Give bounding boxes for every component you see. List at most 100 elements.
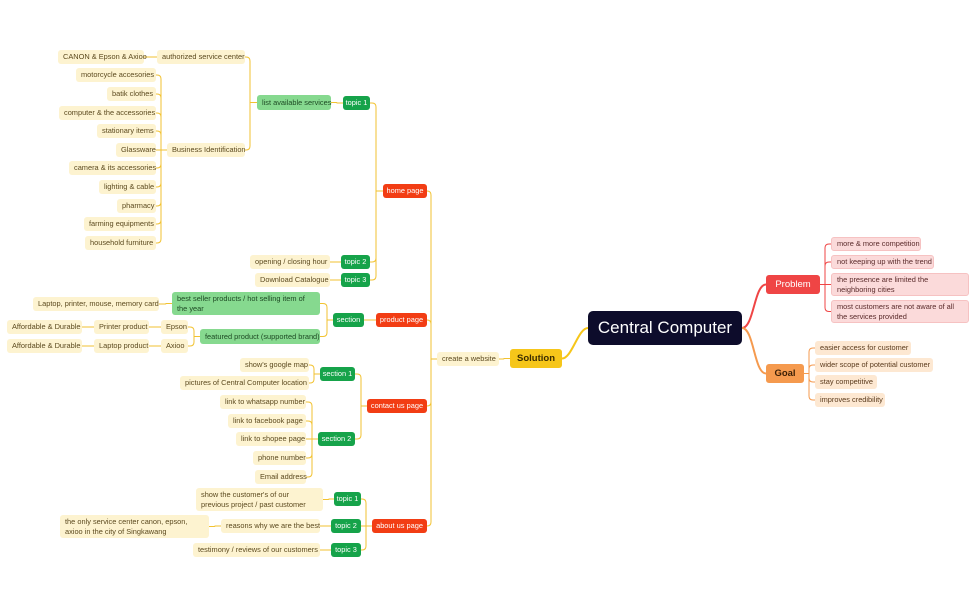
business-item[interactable]: stationary items [97, 124, 156, 138]
connector-line [561, 327, 589, 360]
connector-line [309, 373, 320, 384]
home-topic-2[interactable]: topic 2 [341, 255, 370, 269]
problem-item[interactable]: not keeping up with the trend [831, 255, 934, 269]
connector-line [361, 525, 372, 551]
shopee-link-node[interactable]: link to shopee page [236, 432, 306, 446]
connector-line [156, 93, 167, 151]
testimony-node[interactable]: testimony / reviews of our customers [193, 543, 320, 557]
epson-node[interactable]: Epson [161, 320, 188, 334]
business-item[interactable]: batik clothes [107, 87, 156, 101]
business-item[interactable]: computer & the accessories [59, 106, 156, 120]
best-seller-node[interactable]: best seller products / hot selling item … [172, 292, 320, 315]
email-address-node[interactable]: Email address [255, 470, 307, 484]
goal-item[interactable]: wider scope of potential customer [815, 358, 933, 372]
connector-line [370, 102, 383, 192]
contact-section-1[interactable]: section 1 [320, 367, 355, 381]
facebook-link-node[interactable]: link to facebook page [228, 414, 306, 428]
problem-node[interactable]: Problem [766, 275, 820, 294]
business-item[interactable]: motorcycle accesories [76, 68, 156, 82]
connector-line [156, 112, 167, 151]
connector-line [820, 243, 831, 285]
business-identification-node[interactable]: Business Identification [167, 143, 246, 157]
about-topic-1[interactable]: topic 1 [334, 492, 361, 506]
goal-item[interactable]: stay competitive [815, 375, 877, 389]
about-topic-2[interactable]: topic 2 [331, 519, 361, 533]
business-item[interactable]: Glassware [116, 143, 156, 157]
connector-line [426, 358, 437, 407]
about-topic-3[interactable]: topic 3 [331, 543, 361, 557]
connector-line [320, 303, 333, 321]
whatsapp-link-node[interactable]: link to whatsapp number [220, 395, 306, 409]
connector-line [804, 373, 815, 401]
brands-node[interactable]: CANON & Epson & Axioo [58, 50, 147, 64]
location-pictures-node[interactable]: pictures of Central Computer location [180, 376, 309, 390]
goal-item[interactable]: improves credibility [815, 393, 885, 407]
solution-node[interactable]: Solution [510, 349, 562, 368]
home-topic-3[interactable]: topic 3 [341, 273, 370, 287]
problem-item[interactable]: most customers are not aware of all the … [831, 300, 969, 323]
problem-item[interactable]: more & more competition [831, 237, 921, 251]
connector-line [804, 347, 815, 374]
connector-line [156, 149, 167, 244]
business-item[interactable]: farming equipments [84, 217, 156, 231]
connector-line [804, 364, 815, 374]
connector-line [426, 319, 437, 360]
authorized-center-node[interactable]: authorized service center [157, 50, 245, 64]
connector-line [309, 364, 320, 375]
only-service-center-node[interactable]: the only service center canon, epson, ax… [60, 515, 209, 538]
business-item[interactable]: camera & its accessories [69, 161, 156, 175]
connector-line [209, 525, 221, 527]
connector-line [306, 438, 318, 478]
connector-line [306, 420, 318, 440]
product-section-node[interactable]: section [333, 313, 364, 327]
product-page-node[interactable]: product page [376, 313, 427, 327]
connector-line [323, 498, 334, 500]
business-item[interactable]: pharmacy [117, 199, 156, 213]
axioo-node[interactable]: Axioo [161, 339, 188, 353]
connector-line [355, 405, 367, 440]
connector-line [188, 326, 200, 337]
contact-us-page-node[interactable]: contact us page [367, 399, 427, 413]
connector-line [370, 190, 383, 281]
connector-line [156, 74, 167, 151]
connector-line [741, 283, 767, 329]
connector-line [820, 284, 831, 312]
opening-hours-node[interactable]: opening / closing hour [250, 255, 330, 269]
list-services-node[interactable]: list available services [257, 95, 331, 110]
download-catalogue-node[interactable]: Download Catalogue [255, 273, 330, 287]
connector-line [156, 130, 167, 151]
root-node[interactable]: Central Computer [588, 311, 742, 345]
connector-line [820, 261, 831, 285]
connector-line [426, 358, 437, 527]
best-seller-items-node[interactable]: Laptop, printer, mouse, memory card [33, 297, 159, 311]
affordable-durable-node[interactable]: Affordable & Durable [7, 320, 82, 334]
problem-item[interactable]: the presence are limited the neighboring… [831, 273, 969, 296]
about-us-page-node[interactable]: about us page [372, 519, 427, 533]
contact-section-2[interactable]: section 2 [318, 432, 355, 446]
past-customers-node[interactable]: show the customer's of our previous proj… [196, 488, 323, 511]
business-item[interactable]: household furniture [85, 236, 156, 250]
connector-line [499, 358, 510, 360]
printer-product-node[interactable]: Printer product [94, 320, 149, 334]
laptop-product-node[interactable]: Laptop product [94, 339, 149, 353]
create-website-node[interactable]: create a website [437, 352, 499, 366]
phone-number-node[interactable]: phone number [253, 451, 306, 465]
connector-line [320, 319, 333, 337]
business-item[interactable]: lighting & cable [99, 180, 156, 194]
home-page-node[interactable]: home page [383, 184, 427, 198]
connector-line [331, 102, 343, 104]
connector-line [159, 303, 172, 305]
connector-line [245, 56, 257, 103]
connector-line [188, 336, 200, 347]
connector-line [361, 498, 372, 527]
affordable-durable-node[interactable]: Affordable & Durable [7, 339, 82, 353]
goal-item[interactable]: easier access for customer [815, 341, 911, 355]
goal-node[interactable]: Goal [766, 364, 804, 383]
home-topic-1[interactable]: topic 1 [343, 96, 370, 110]
connector-line [245, 102, 257, 151]
featured-product-node[interactable]: featured product (supported brand) [200, 329, 320, 344]
google-map-node[interactable]: show's google map [240, 358, 309, 372]
connector-line [306, 401, 318, 440]
reasons-node[interactable]: reasons why we are the best [221, 519, 320, 533]
connector-line [355, 373, 367, 407]
